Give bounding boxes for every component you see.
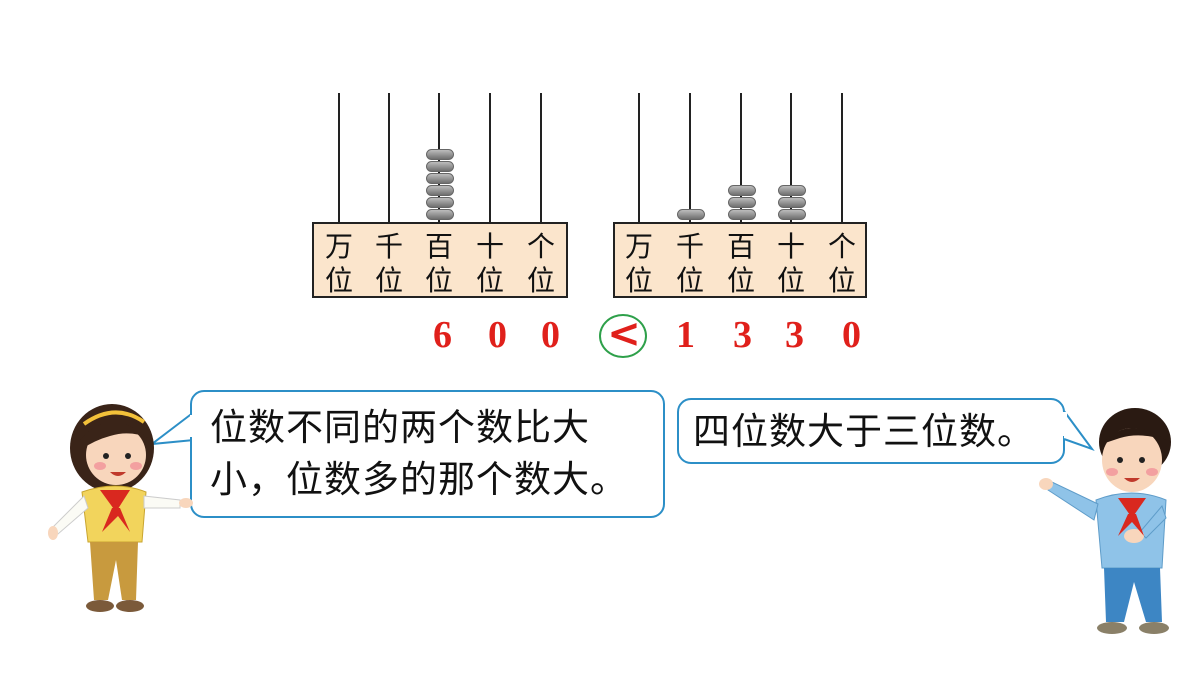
bubble-left-line2: 小，位数多的那个数大。 (210, 458, 628, 501)
abacus-rod (388, 93, 390, 223)
place-label-ge: 个位 (526, 230, 555, 297)
abacus-rod (338, 93, 340, 223)
abacus-bead (778, 185, 806, 196)
place-label-ge: 个位 (827, 230, 856, 297)
right-number-digit: 3 (733, 314, 752, 356)
abacus-bead (426, 173, 454, 184)
place-label-bai: 百位 (424, 230, 453, 297)
abacus-base (613, 222, 867, 298)
bubble-right-text: 四位数大于三位数。 (693, 410, 1035, 453)
abacus-rod (638, 93, 640, 223)
left-number-digit: 0 (488, 314, 507, 356)
bubble-tail-right (1063, 410, 1095, 452)
right-number-digit: 1 (676, 314, 695, 356)
place-label-shi: 十位 (475, 230, 504, 297)
abacus-bead (728, 209, 756, 220)
abacus-bead (778, 209, 806, 220)
left-number-digit: 0 (541, 314, 560, 356)
abacus-bead (728, 185, 756, 196)
abacus-bead (426, 197, 454, 208)
abacus-bead (426, 209, 454, 220)
abacus-bead (778, 197, 806, 208)
bubble-left-line1: 位数不同的两个数比大 (210, 406, 590, 449)
place-label-wan: 万位 (324, 230, 353, 297)
abacus-bead (426, 161, 454, 172)
abacus-rod (540, 93, 542, 223)
place-label-shi: 十位 (776, 230, 805, 297)
abacus-rod (790, 93, 792, 223)
abacus-bead (728, 197, 756, 208)
abacus-rod (740, 93, 742, 223)
right-number-digit: 3 (785, 314, 804, 356)
left-number-digit: 6 (433, 314, 452, 356)
place-label-qian: 千位 (675, 230, 704, 297)
place-label-qian: 千位 (374, 230, 403, 297)
abacus-rod (841, 93, 843, 223)
comparison-circle (599, 314, 647, 358)
abacus-bead (426, 185, 454, 196)
girl-illustration (48, 404, 193, 612)
abacus-rod (489, 93, 491, 223)
abacus-rod (689, 93, 691, 223)
less-than-symbol: < (607, 311, 641, 357)
abacus-bead (426, 149, 454, 160)
place-label-wan: 万位 (624, 230, 653, 297)
right-number-digit: 0 (842, 314, 861, 356)
boy-illustration (1039, 408, 1171, 634)
abacus-bead (677, 209, 705, 220)
place-label-bai: 百位 (726, 230, 755, 297)
abacus-base (312, 222, 568, 298)
